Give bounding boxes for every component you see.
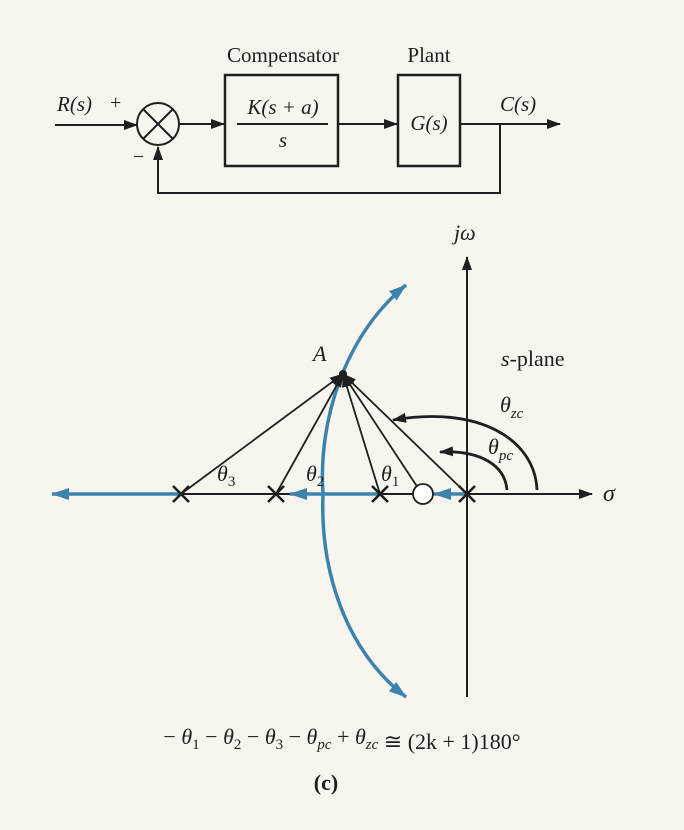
theta2-label: θ2	[306, 461, 324, 490]
vector-pc	[342, 373, 468, 495]
pole-marker	[267, 485, 285, 503]
pole-marker	[371, 485, 389, 503]
theta-zc-label: θzc	[500, 392, 524, 422]
theta1-label: θ1	[381, 461, 399, 490]
plus-sign: +	[110, 92, 121, 114]
plant-block	[396, 73, 462, 168]
angle-vectors	[180, 373, 468, 495]
pole-marker	[458, 485, 476, 503]
compensator-block	[223, 73, 340, 168]
compensator-numerator: K(s + a)	[246, 95, 318, 119]
real-axis-label: σ	[603, 481, 616, 507]
vector-theta2	[275, 373, 344, 495]
vector-theta1	[342, 373, 381, 495]
arc-theta-zc	[392, 412, 539, 491]
zero-marker	[412, 483, 434, 505]
compensator-denominator: s	[279, 128, 287, 152]
plant-label: G(s)	[410, 111, 447, 135]
test-point-a	[339, 370, 347, 378]
test-point-label: A	[311, 341, 327, 366]
arc-theta-pc	[439, 446, 509, 491]
theta-pc-label: θpc	[488, 434, 513, 464]
plant-title: Plant	[407, 43, 450, 67]
theta3-label: θ3	[217, 461, 235, 490]
figure-caption: (c)	[314, 770, 338, 795]
input-label: R(s)	[56, 92, 92, 116]
summing-junction	[136, 102, 180, 146]
angle-arcs	[392, 412, 539, 491]
block-diagram	[55, 73, 561, 194]
feedback-path	[153, 124, 501, 194]
locus-branch-lower	[321, 493, 408, 699]
output-label: C(s)	[500, 92, 536, 116]
minus-sign: −	[133, 146, 144, 168]
pole-marker	[172, 485, 190, 503]
root-locus-branches	[51, 283, 467, 699]
imaginary-axis-label: jω	[451, 220, 476, 245]
compensator-title: Compensator	[227, 43, 339, 67]
angle-condition-equation: − θ1 − θ2 − θ3 − θpc + θzc ≅ (2k + 1)180…	[163, 724, 520, 754]
vector-theta3	[180, 373, 344, 495]
s-plane-label: s-plane	[501, 346, 565, 371]
open-loop-poles	[172, 485, 476, 503]
vector-zero	[342, 373, 423, 495]
